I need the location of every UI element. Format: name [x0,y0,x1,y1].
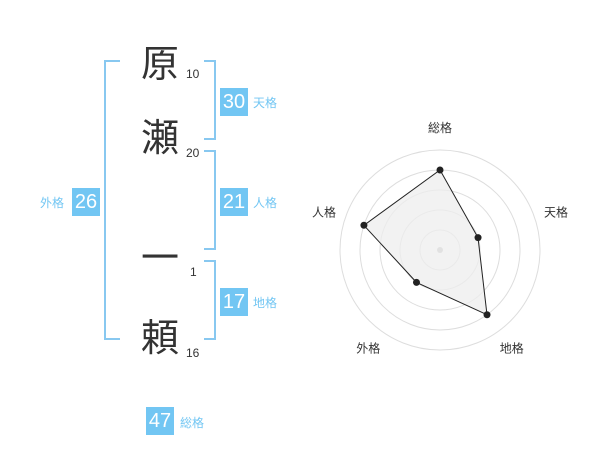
stroke-count-1: 10 [186,67,200,81]
radar-point-2 [474,234,482,242]
stroke-count-3: 1 [190,265,197,279]
radar-value-area [363,169,488,316]
radar-point-5 [360,221,368,229]
tenkaku-label: 天格 [253,96,278,110]
gaikaku-bracket [104,60,120,340]
gaikaku-label: 外格 [40,196,65,210]
tenkaku-score: 30 [220,88,248,116]
stroke-count-2: 20 [186,146,200,160]
radar-axis-label-4: 外格 [356,341,380,356]
chikaku-score: 17 [220,288,248,316]
jinkaku-score: 21 [220,188,248,216]
radar-point-4 [412,278,420,286]
radar-axis-label-2: 天格 [544,204,568,219]
tenkaku-bracket [204,60,216,140]
radar-point-1 [436,166,444,174]
soukaku-score: 47 [146,407,174,435]
radar-ring-5 [339,149,541,351]
chikaku-label: 地格 [253,296,278,310]
stroke-count-4: 16 [186,346,200,360]
chikaku-bracket [204,260,216,340]
name-char-4: 頼 [140,316,179,360]
radar-axis-label-5: 人格 [312,204,336,219]
radar-point-3 [483,311,491,319]
name-char-1: 原 [140,42,179,86]
radar-axis-label-1: 総格 [428,120,452,135]
name-char-2: 瀬 [140,116,179,160]
jinkaku-label: 人格 [253,196,278,210]
name-char-3: 一 [140,236,179,280]
jinkaku-bracket [204,150,216,250]
gaikaku-score: 26 [72,188,100,216]
radar-axis-label-3: 地格 [500,341,524,356]
soukaku-label: 総格 [180,416,205,430]
